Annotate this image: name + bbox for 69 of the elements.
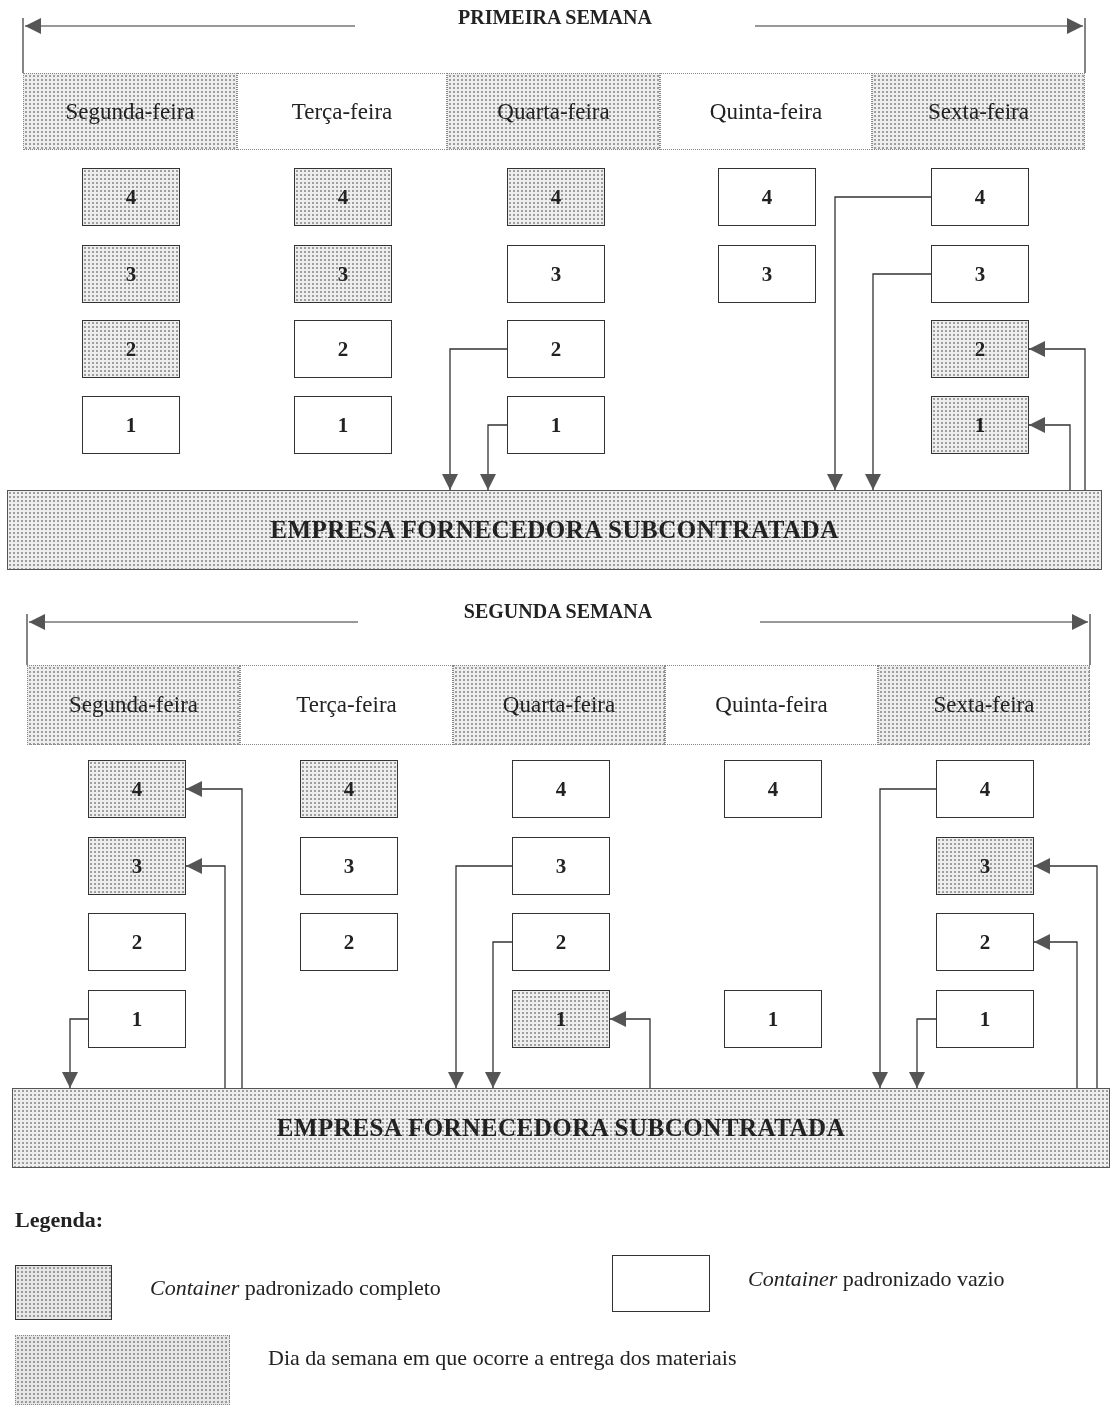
full-container-box: 4: [294, 168, 392, 226]
legend-heading: Legenda:: [15, 1207, 103, 1233]
arrow: [1033, 934, 1078, 1089]
full-container-box: 4: [82, 168, 180, 226]
empty-container-box: 3: [300, 837, 398, 895]
full-container-box: 1: [931, 396, 1029, 454]
empty-container-box: 2: [507, 320, 605, 378]
empty-container-box: 3: [718, 245, 816, 303]
full-container-box: 2: [931, 320, 1029, 378]
delivery-day-cell: Quarta-feira: [453, 665, 665, 745]
full-container-box: 1: [512, 990, 610, 1048]
full-container-box: 4: [507, 168, 605, 226]
arrow: [827, 196, 932, 491]
supplier-band: EMPRESA FORNECEDORA SUBCONTRATADA: [12, 1088, 1110, 1168]
empty-container-box: 1: [507, 396, 605, 454]
legend-text: Container padronizado vazio: [748, 1266, 1005, 1292]
weekday-cell: Terça-feira: [237, 73, 447, 150]
empty-container-box: 4: [724, 760, 822, 818]
delivery-day-cell: Quarta-feira: [447, 73, 660, 150]
arrow: [62, 1018, 89, 1089]
full-container-box: 3: [82, 245, 180, 303]
full-container-box: 3: [294, 245, 392, 303]
empty-container-box: 2: [88, 913, 186, 971]
empty-container-box: 4: [931, 168, 1029, 226]
supplier-band: EMPRESA FORNECEDORA SUBCONTRATADA: [7, 490, 1102, 570]
empty-container-box: 2: [300, 913, 398, 971]
empty-container-box: 1: [88, 990, 186, 1048]
week-heading: SEGUNDA SEMANA: [463, 600, 653, 623]
empty-container-box: 1: [294, 396, 392, 454]
empty-container-box: 4: [718, 168, 816, 226]
weekday-cell: Quinta-feira: [665, 665, 878, 745]
empty-container-box: 4: [512, 760, 610, 818]
arrow: [185, 781, 243, 1089]
empty-container-box: 1: [936, 990, 1034, 1048]
empty-container-box: 2: [294, 320, 392, 378]
weekday-cell: Quinta-feira: [660, 73, 872, 150]
full-container-box: 2: [82, 320, 180, 378]
full-container-box: 4: [300, 760, 398, 818]
week-heading: PRIMEIRA SEMANA: [458, 6, 652, 29]
empty-container-box: 3: [507, 245, 605, 303]
legend-text: Container padronizado completo: [150, 1275, 441, 1301]
delivery-day-cell: Segunda-feira: [27, 665, 240, 745]
empty-container-box: 2: [512, 913, 610, 971]
empty-container-box: 3: [931, 245, 1029, 303]
arrow: [865, 273, 932, 491]
arrow: [1028, 417, 1071, 491]
arrow: [1028, 341, 1086, 491]
arrow: [909, 1018, 937, 1089]
arrow: [442, 348, 508, 491]
legend-text: Dia da semana em que ocorre a entrega dos materiais: [268, 1345, 737, 1371]
full-container-box: 4: [88, 760, 186, 818]
empty-container-box: 4: [936, 760, 1034, 818]
full-container-box: 3: [88, 837, 186, 895]
delivery-day-cell: Sexta-feira: [878, 665, 1090, 745]
arrow: [185, 858, 226, 1089]
arrow: [485, 941, 513, 1089]
arrow: [1033, 858, 1098, 1089]
empty-container-box: 3: [512, 837, 610, 895]
arrow: [609, 1011, 651, 1089]
full-container-box: 3: [936, 837, 1034, 895]
weekday-cell: Terça-feira: [240, 665, 453, 745]
delivery-day-cell: Sexta-feira: [872, 73, 1085, 150]
empty-container-box: 2: [936, 913, 1034, 971]
arrow: [480, 424, 508, 491]
empty-container-box: 1: [82, 396, 180, 454]
delivery-day-cell: Segunda-feira: [23, 73, 237, 150]
empty-container-box: 1: [724, 990, 822, 1048]
arrow: [448, 865, 513, 1089]
arrow: [872, 788, 937, 1089]
